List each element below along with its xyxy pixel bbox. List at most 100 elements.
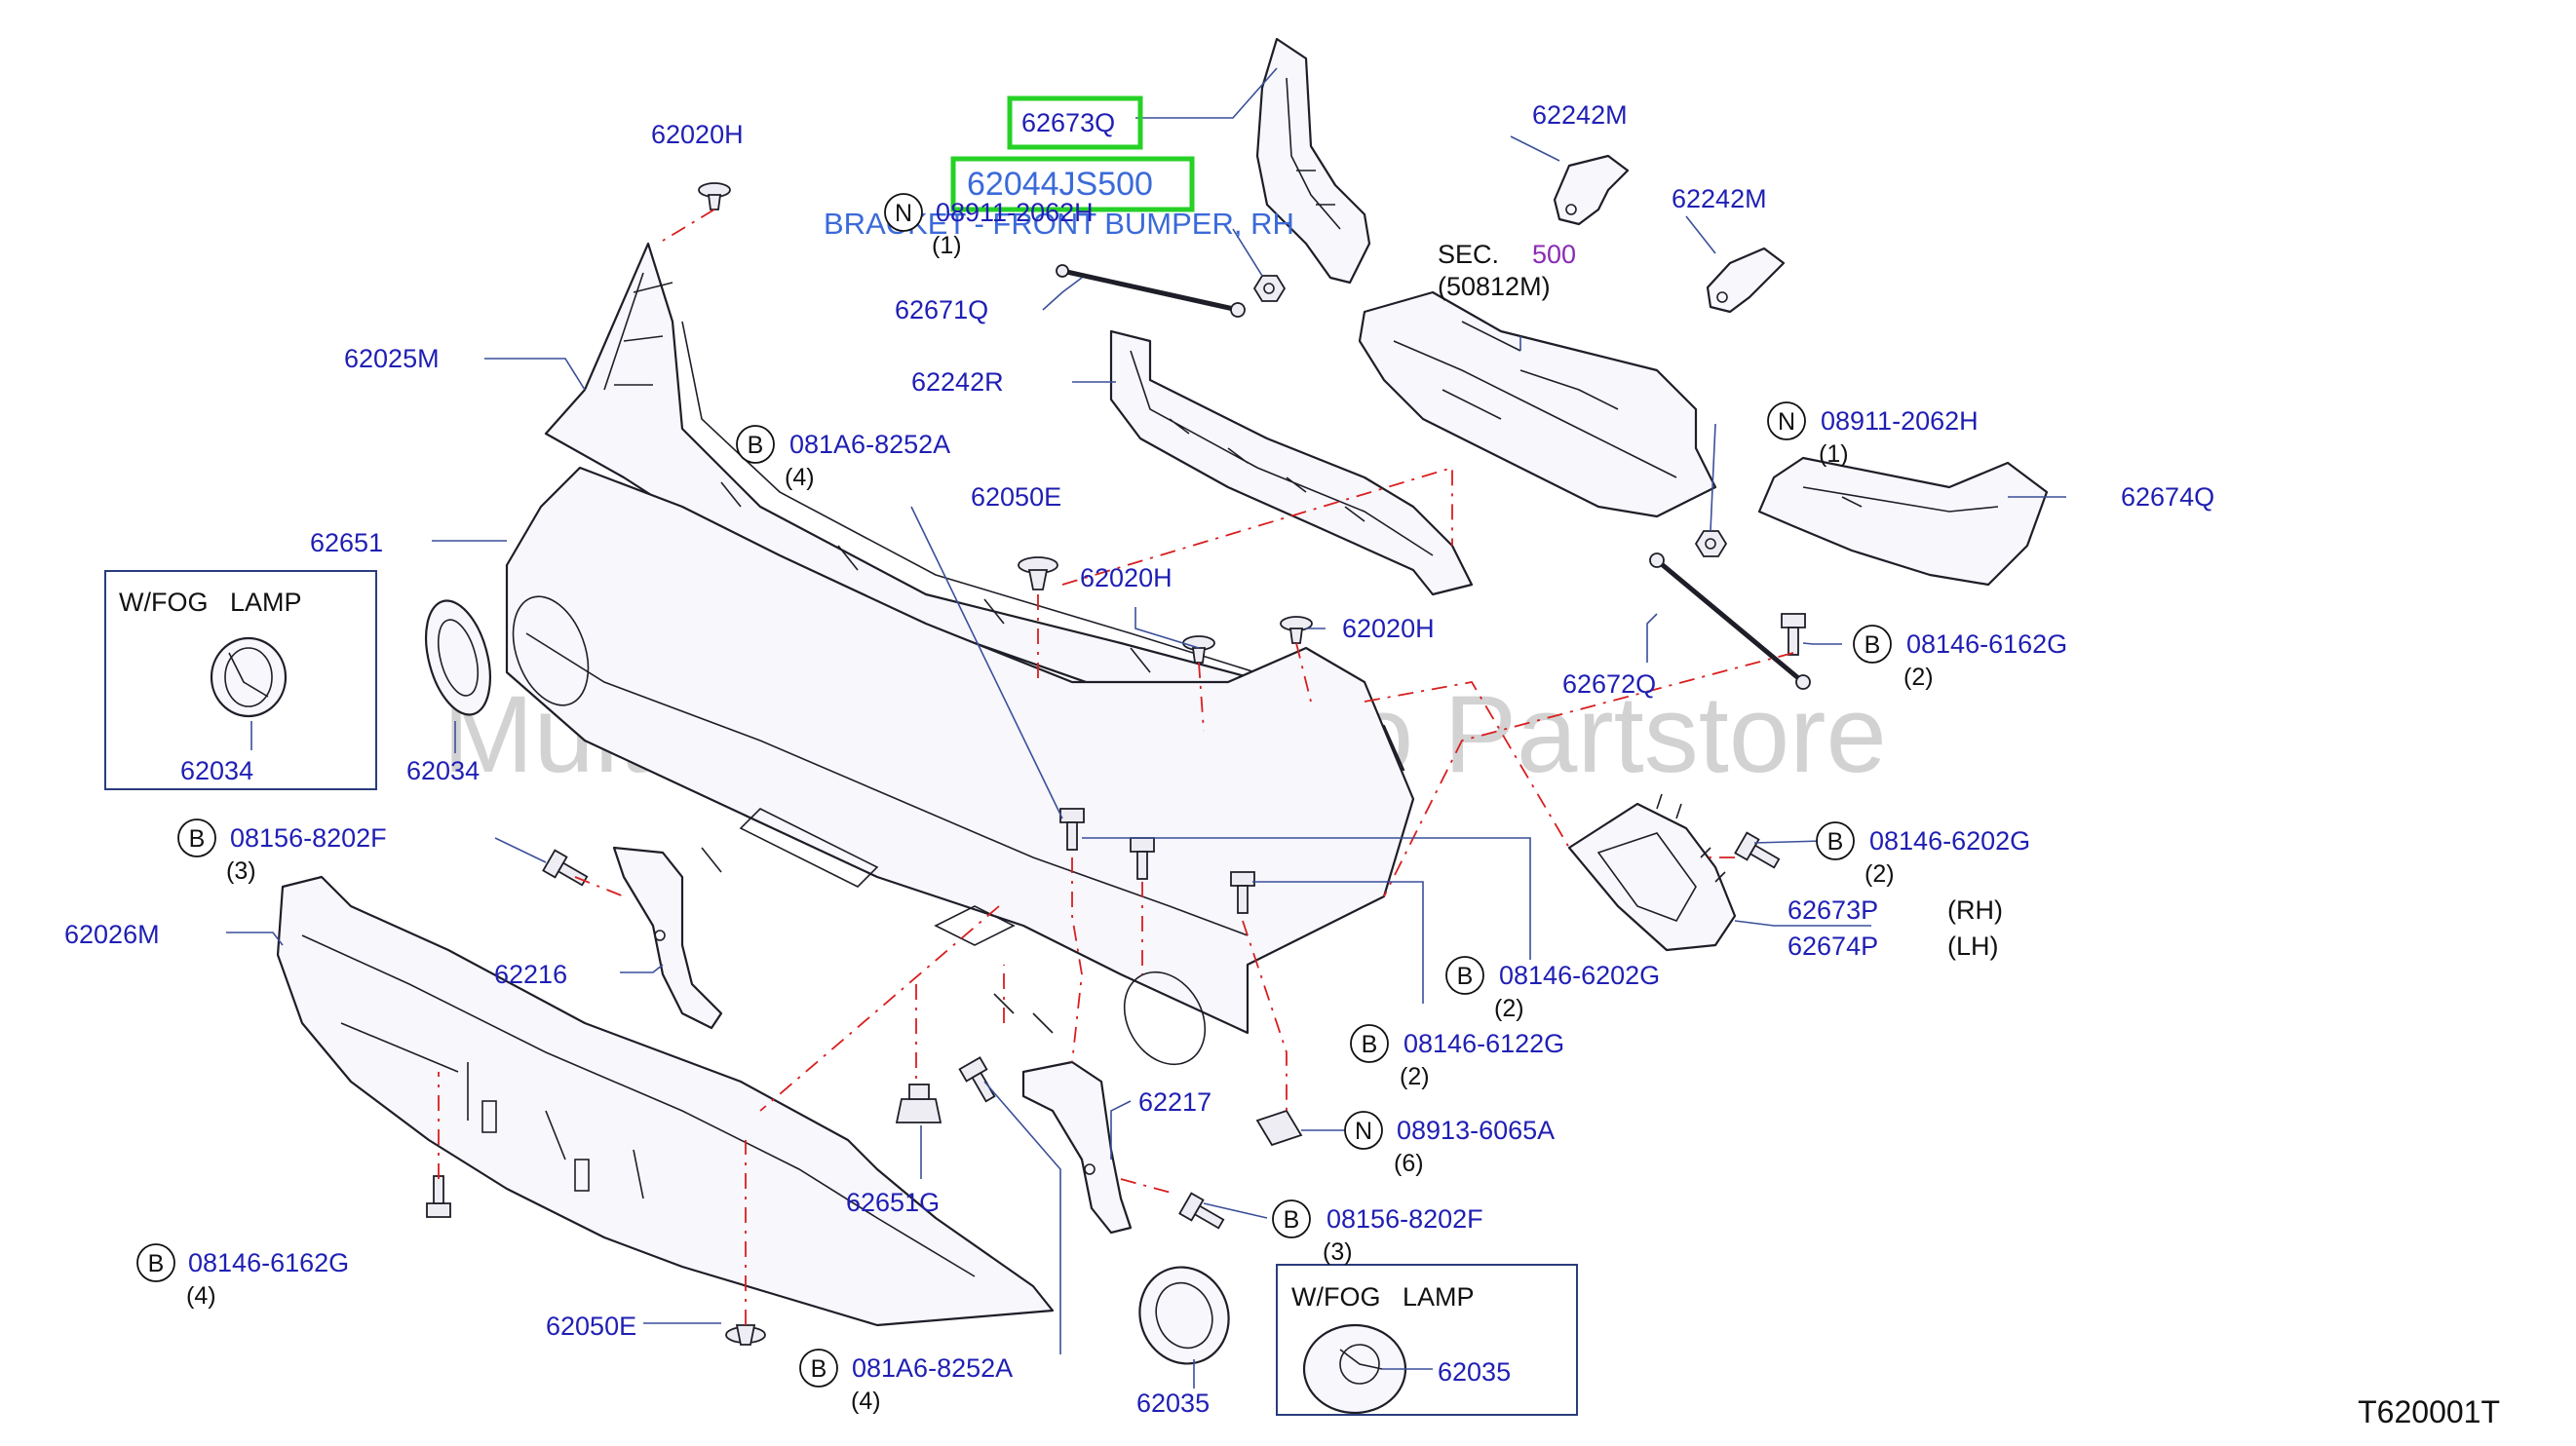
fog-lamp-cover-boxed-part — [210, 636, 288, 718]
side-stay-right-part — [1021, 1060, 1133, 1235]
callout-c11[interactable]: 62651 — [310, 528, 383, 557]
prefix-c19: B — [189, 825, 206, 853]
qty-c22: (RH) — [1947, 895, 2003, 925]
clip-08913-6065A — [1255, 1109, 1303, 1147]
prefix-circle-c8 — [736, 425, 775, 464]
prefix-c25: B — [1457, 963, 1474, 990]
bumper-bracket-rh-part — [1255, 37, 1371, 285]
callout-c13[interactable]: 62020H — [1080, 563, 1173, 592]
front-bumper-fascia-part — [505, 466, 1415, 1066]
callout-c31[interactable]: 08146-6162G — [188, 1248, 349, 1277]
callout-c17[interactable]: 62672Q — [1562, 669, 1656, 699]
callout-c30[interactable]: 08156-8202F — [1326, 1204, 1483, 1234]
section-prefix: SEC. — [1438, 240, 1499, 269]
small-bracket-lower-part — [1706, 247, 1786, 314]
clip-62050E-bottom — [725, 1324, 766, 1346]
clip-62050E-top — [1018, 556, 1058, 590]
prefix-c8: B — [748, 432, 764, 459]
callout-c21[interactable]: 62026M — [64, 920, 160, 949]
callout-c15[interactable]: 62034 — [180, 756, 253, 785]
callout-c4[interactable]: 62242M — [1672, 184, 1767, 213]
prefix-circle-c30 — [1272, 1199, 1311, 1238]
section-sub: (50812M) — [1438, 272, 1551, 301]
callout-labels: 62020H N 08911-2062H (1) 62242M 62242M 6… — [64, 100, 2214, 1418]
prefix-c20: B — [1827, 828, 1844, 856]
prefix-c28: N — [1355, 1118, 1372, 1145]
side-bracket-part — [1567, 793, 1737, 952]
callout-c24[interactable]: 62216 — [494, 960, 567, 989]
callout-c25[interactable]: 08146-6202G — [1499, 961, 1660, 990]
prefix-circle-c26 — [1350, 1024, 1389, 1063]
prefix-circle-c31 — [136, 1243, 175, 1282]
callout-c29[interactable]: 62651G — [846, 1188, 940, 1217]
callout-c18[interactable]: 08146-6162G — [1906, 629, 2067, 659]
callout-c19[interactable]: 08156-8202F — [230, 823, 387, 853]
highlight-part-secondary[interactable]: 62044JS500 — [967, 166, 1153, 203]
prefix-c30: B — [1284, 1206, 1300, 1234]
callout-c2[interactable]: 08911-2062H — [936, 198, 1094, 227]
callout-c27[interactable]: 62217 — [1138, 1087, 1211, 1117]
qty-c26: (2) — [1400, 1063, 1430, 1090]
mounting-bracket-part — [1109, 329, 1474, 596]
callout-c33[interactable]: 081A6-8252A — [852, 1353, 1013, 1383]
prefix-c31: B — [148, 1250, 165, 1277]
clip-62020H-top — [698, 182, 731, 210]
prefix-circle-c20 — [1816, 821, 1855, 860]
qty-c31: (4) — [186, 1282, 216, 1310]
callout-c7[interactable]: 62242R — [911, 367, 1004, 397]
small-bracket-upper-part — [1553, 154, 1630, 226]
callout-c32[interactable]: 62050E — [546, 1312, 636, 1341]
callout-c22[interactable]: 62673P — [1788, 895, 1878, 925]
prefix-c18: B — [1865, 631, 1881, 659]
qty-c33: (4) — [851, 1388, 881, 1415]
leader-lines — [226, 67, 2066, 1389]
prefix-circle-c28 — [1344, 1111, 1383, 1150]
callout-c3[interactable]: 62242M — [1532, 100, 1628, 130]
prefix-circle-c19 — [177, 818, 216, 857]
clip-62020H-mid — [1182, 635, 1215, 664]
callout-c8[interactable]: 081A6-8252A — [789, 430, 950, 459]
stay-rod-lh-part — [1649, 552, 1811, 690]
callout-c34[interactable]: 62035 — [1136, 1389, 1210, 1418]
callout-c14[interactable]: 62020H — [1342, 614, 1435, 643]
fog-lamp-box-right — [1276, 1264, 1578, 1416]
callout-c5[interactable]: 62671Q — [895, 295, 988, 324]
callout-c12[interactable]: 62674Q — [2121, 482, 2214, 512]
prefix-c9: N — [1778, 408, 1795, 436]
callout-c35[interactable]: 62035 — [1438, 1357, 1511, 1387]
bolts — [426, 613, 1806, 1230]
fog-lamp-cover-left-part — [425, 599, 491, 716]
callout-c9[interactable]: 08911-2062H — [1821, 406, 1979, 436]
callout-c28[interactable]: 08913-6065A — [1397, 1116, 1555, 1145]
prefix-circle-c2 — [884, 193, 923, 232]
callout-c26[interactable]: 08146-6122G — [1403, 1029, 1564, 1058]
qty-c18: (2) — [1903, 664, 1934, 691]
qty-c20: (2) — [1865, 860, 1895, 888]
callout-c23[interactable]: 62674P — [1788, 932, 1878, 961]
qty-c25: (2) — [1494, 995, 1524, 1022]
qty-c30: (3) — [1323, 1238, 1353, 1266]
callout-c20[interactable]: 08146-6202G — [1869, 826, 2030, 856]
bumper-bracket-lh-part — [1757, 456, 2049, 587]
clip-62651G — [895, 1084, 942, 1123]
fog-lamp-bezel-bottom-part — [1138, 1266, 1230, 1365]
diagram-code: T620001T — [2358, 1394, 2500, 1429]
section-number[interactable]: 500 — [1532, 240, 1576, 269]
prefix-c26: B — [1362, 1031, 1378, 1058]
fog-lamp-box-left-label: W/FOG LAMP — [119, 588, 302, 617]
callout-c10[interactable]: 62050E — [971, 482, 1061, 512]
prefix-c2: N — [895, 200, 912, 227]
fog-lamp-box-right-label: W/FOG LAMP — [1291, 1282, 1475, 1312]
callout-c16[interactable]: 62034 — [406, 756, 480, 785]
callout-c6[interactable]: 62025M — [344, 344, 440, 373]
highlight-part-main[interactable]: 62673Q — [1021, 108, 1115, 137]
callout-c1[interactable]: 62020H — [651, 120, 744, 149]
nut-lh — [1694, 530, 1728, 557]
qty-c2: (1) — [932, 232, 962, 259]
highlight-box-secondary — [950, 156, 1195, 212]
side-stay-left-part — [612, 846, 723, 1030]
assembly-guide-lines — [438, 209, 1794, 1325]
fog-lamp-box-left — [104, 570, 377, 790]
clip-62020H-right — [1280, 616, 1313, 644]
